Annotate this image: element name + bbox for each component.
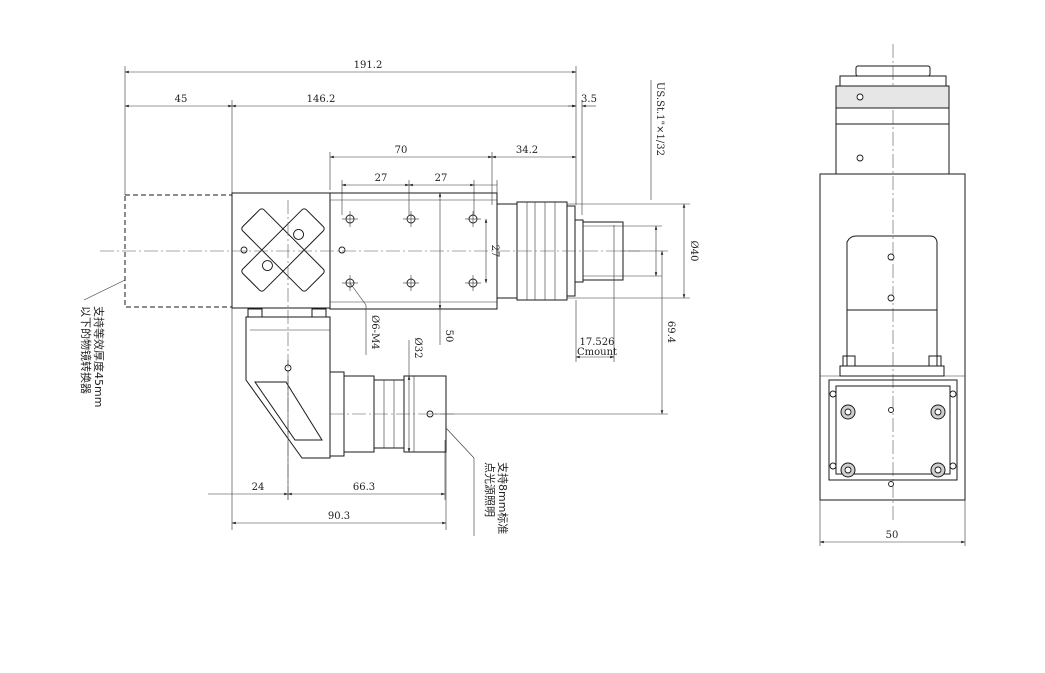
knob-screw-top-icon <box>293 228 305 240</box>
dim-text-66-3: 66.3 <box>353 482 375 493</box>
main-body <box>231 192 498 318</box>
side-housing <box>819 173 966 501</box>
extension-lines <box>124 66 615 530</box>
front-view: 191.2 45 146.2 3.5 70 34.2 27 27 <box>79 60 699 536</box>
dim-text-146-2: 146.2 <box>307 94 336 105</box>
dim-text-24: 24 <box>252 482 265 493</box>
dim-text-hole-spec: Ø6-M4 <box>369 315 380 350</box>
dim-row-4: 27 27 <box>341 173 497 187</box>
dim-text-191-2: 191.2 <box>354 60 383 71</box>
dim-overall-length: 191.2 <box>124 60 577 74</box>
dim-text-3-5: 3.5 <box>581 94 597 105</box>
side-bottom-plate <box>828 379 958 481</box>
dim-text-34-2: 34.2 <box>516 145 538 156</box>
light-note-line2: 点光源照明 <box>483 462 497 517</box>
light-note-line1: 支持8mm标准 <box>496 462 510 534</box>
dim-text-thread: US.St.1"×1/32 <box>654 82 665 156</box>
dim-diameter-32: Ø32 <box>407 338 423 453</box>
centerlines <box>100 200 640 500</box>
prism-note-line1: 支持等效厚度45mm <box>92 306 106 407</box>
dim-cmount: 17.526 Cmount <box>575 337 617 359</box>
dim-text-17-526: 17.526 <box>580 337 615 348</box>
dim-text-90-3: 90.3 <box>328 511 350 522</box>
side-view: 50 <box>819 44 966 546</box>
dim-thread: US.St.1"×1/32 <box>623 80 665 277</box>
dim-text-dia-32: Ø32 <box>412 338 423 359</box>
camera-tube <box>496 201 624 301</box>
dim-text-45: 45 <box>175 94 188 105</box>
dim-text-69-4: 69.4 <box>665 321 676 343</box>
dim-text-70: 70 <box>395 145 408 156</box>
light-note: 支持8mm标准 点光源照明 <box>445 427 510 536</box>
dim-bottom: 24 66.3 90.3 <box>208 482 447 525</box>
prism-note-line2: 以下的物镜转换器 <box>79 306 93 394</box>
dim-diameter-40: Ø40 <box>567 203 699 299</box>
hole-spec-leader: Ø6-M4 <box>349 282 380 355</box>
dim-text-cmount: Cmount <box>577 347 617 358</box>
x-adjust-knob <box>241 208 325 292</box>
knob-screw-bottom-icon <box>261 260 273 272</box>
dim-text-27b: 27 <box>435 173 448 184</box>
dim-vertical-50: 50 <box>438 192 454 345</box>
dim-row-3: 70 34.2 <box>329 145 577 159</box>
dim-text-dia-40: Ø40 <box>688 241 699 262</box>
dim-text-side-50: 50 <box>886 530 899 541</box>
screw-heads <box>829 390 957 478</box>
dim-text-27a: 27 <box>375 173 388 184</box>
dim-row-2: 45 146.2 3.5 <box>124 94 597 108</box>
dim-text-50-vertical: 50 <box>443 330 454 343</box>
dim-height-69-4: 69.4 <box>430 250 676 415</box>
dim-text-27-vertical: 27 <box>489 245 500 258</box>
lower-prism <box>245 316 331 459</box>
prism-note: 支持等效厚度45mm 以下的物镜转换器 <box>79 279 126 407</box>
